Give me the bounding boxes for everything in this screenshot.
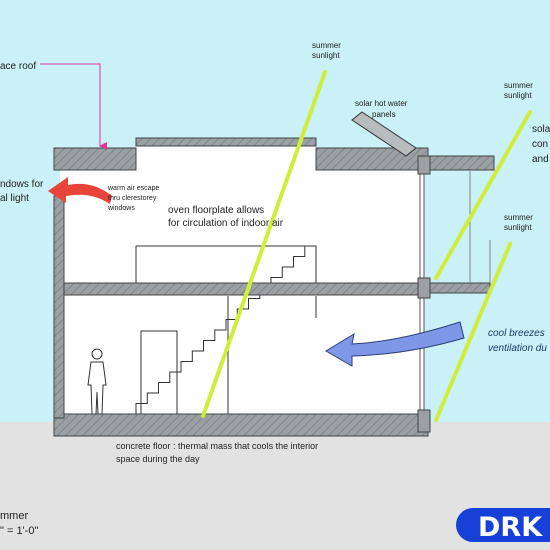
roof-overhang (427, 155, 495, 171)
roof-pointer (40, 63, 107, 150)
staircase (135, 245, 316, 414)
label-floor-a: concrete floor : thermal mass that cools… (116, 441, 318, 451)
label-solar-side-c: and (532, 154, 549, 165)
drk-logo: DRK (456, 508, 550, 543)
sunlight-ray-1 (201, 70, 327, 418)
floor-joint (417, 277, 431, 299)
label-solar-side-a: sola (532, 124, 550, 135)
label-floorplate-a: oven floorplate allows (168, 205, 264, 216)
logo-badge (456, 508, 550, 542)
label-summer-sun-2a: summer (504, 81, 533, 90)
label-floor-b: space during the day (116, 454, 200, 464)
label-windows-a: ndows for (0, 179, 44, 190)
label-solar-panels-b: panels (372, 110, 396, 119)
ground-floor-slab (53, 413, 429, 437)
label-warm-air-c: windows (107, 205, 135, 212)
label-summer-sun-3a: summer (504, 213, 533, 222)
logo-text: DRK (478, 512, 543, 543)
left-wall (53, 195, 65, 419)
sunlight-ray-2 (434, 110, 532, 280)
label-solar-panels-a: solar hot water (355, 99, 408, 108)
label-floorplate-b: for circulation of indoor air (168, 218, 284, 229)
label-summer-sun-1b: sunlight (312, 51, 340, 60)
upper-floor-slab (53, 282, 429, 296)
label-summer-sun-2b: sunlight (504, 91, 532, 100)
label-warm-air-a: warm air escape (107, 185, 159, 192)
label-roof: ace roof (0, 61, 36, 72)
clerestory-space (136, 144, 316, 170)
label-summer-sun-3b: sunlight (504, 223, 532, 232)
label-solar-side-b: con (532, 139, 548, 150)
sunshade-middle (427, 282, 491, 294)
roof-slab-left (53, 147, 137, 171)
label-windows-b: al light (0, 193, 29, 204)
person-figure (87, 348, 107, 415)
caption-scale: " = 1'-0" (0, 525, 38, 537)
roof-joint (417, 155, 431, 175)
caption-title: mmer (0, 510, 28, 522)
label-summer-sun-1a: summer (312, 41, 341, 50)
label-breeze-a: cool breezes (488, 328, 545, 339)
label-breeze-b: ventilation du (488, 343, 547, 354)
solar-panel (351, 111, 417, 157)
ground-joint (417, 409, 431, 433)
clerestory-roof (135, 137, 317, 147)
sunlight-ray-3 (434, 242, 512, 422)
warm-air-arrow (48, 177, 112, 204)
cool-breeze-arrow (325, 321, 465, 367)
label-warm-air-b: thru clerestorey (108, 195, 157, 202)
